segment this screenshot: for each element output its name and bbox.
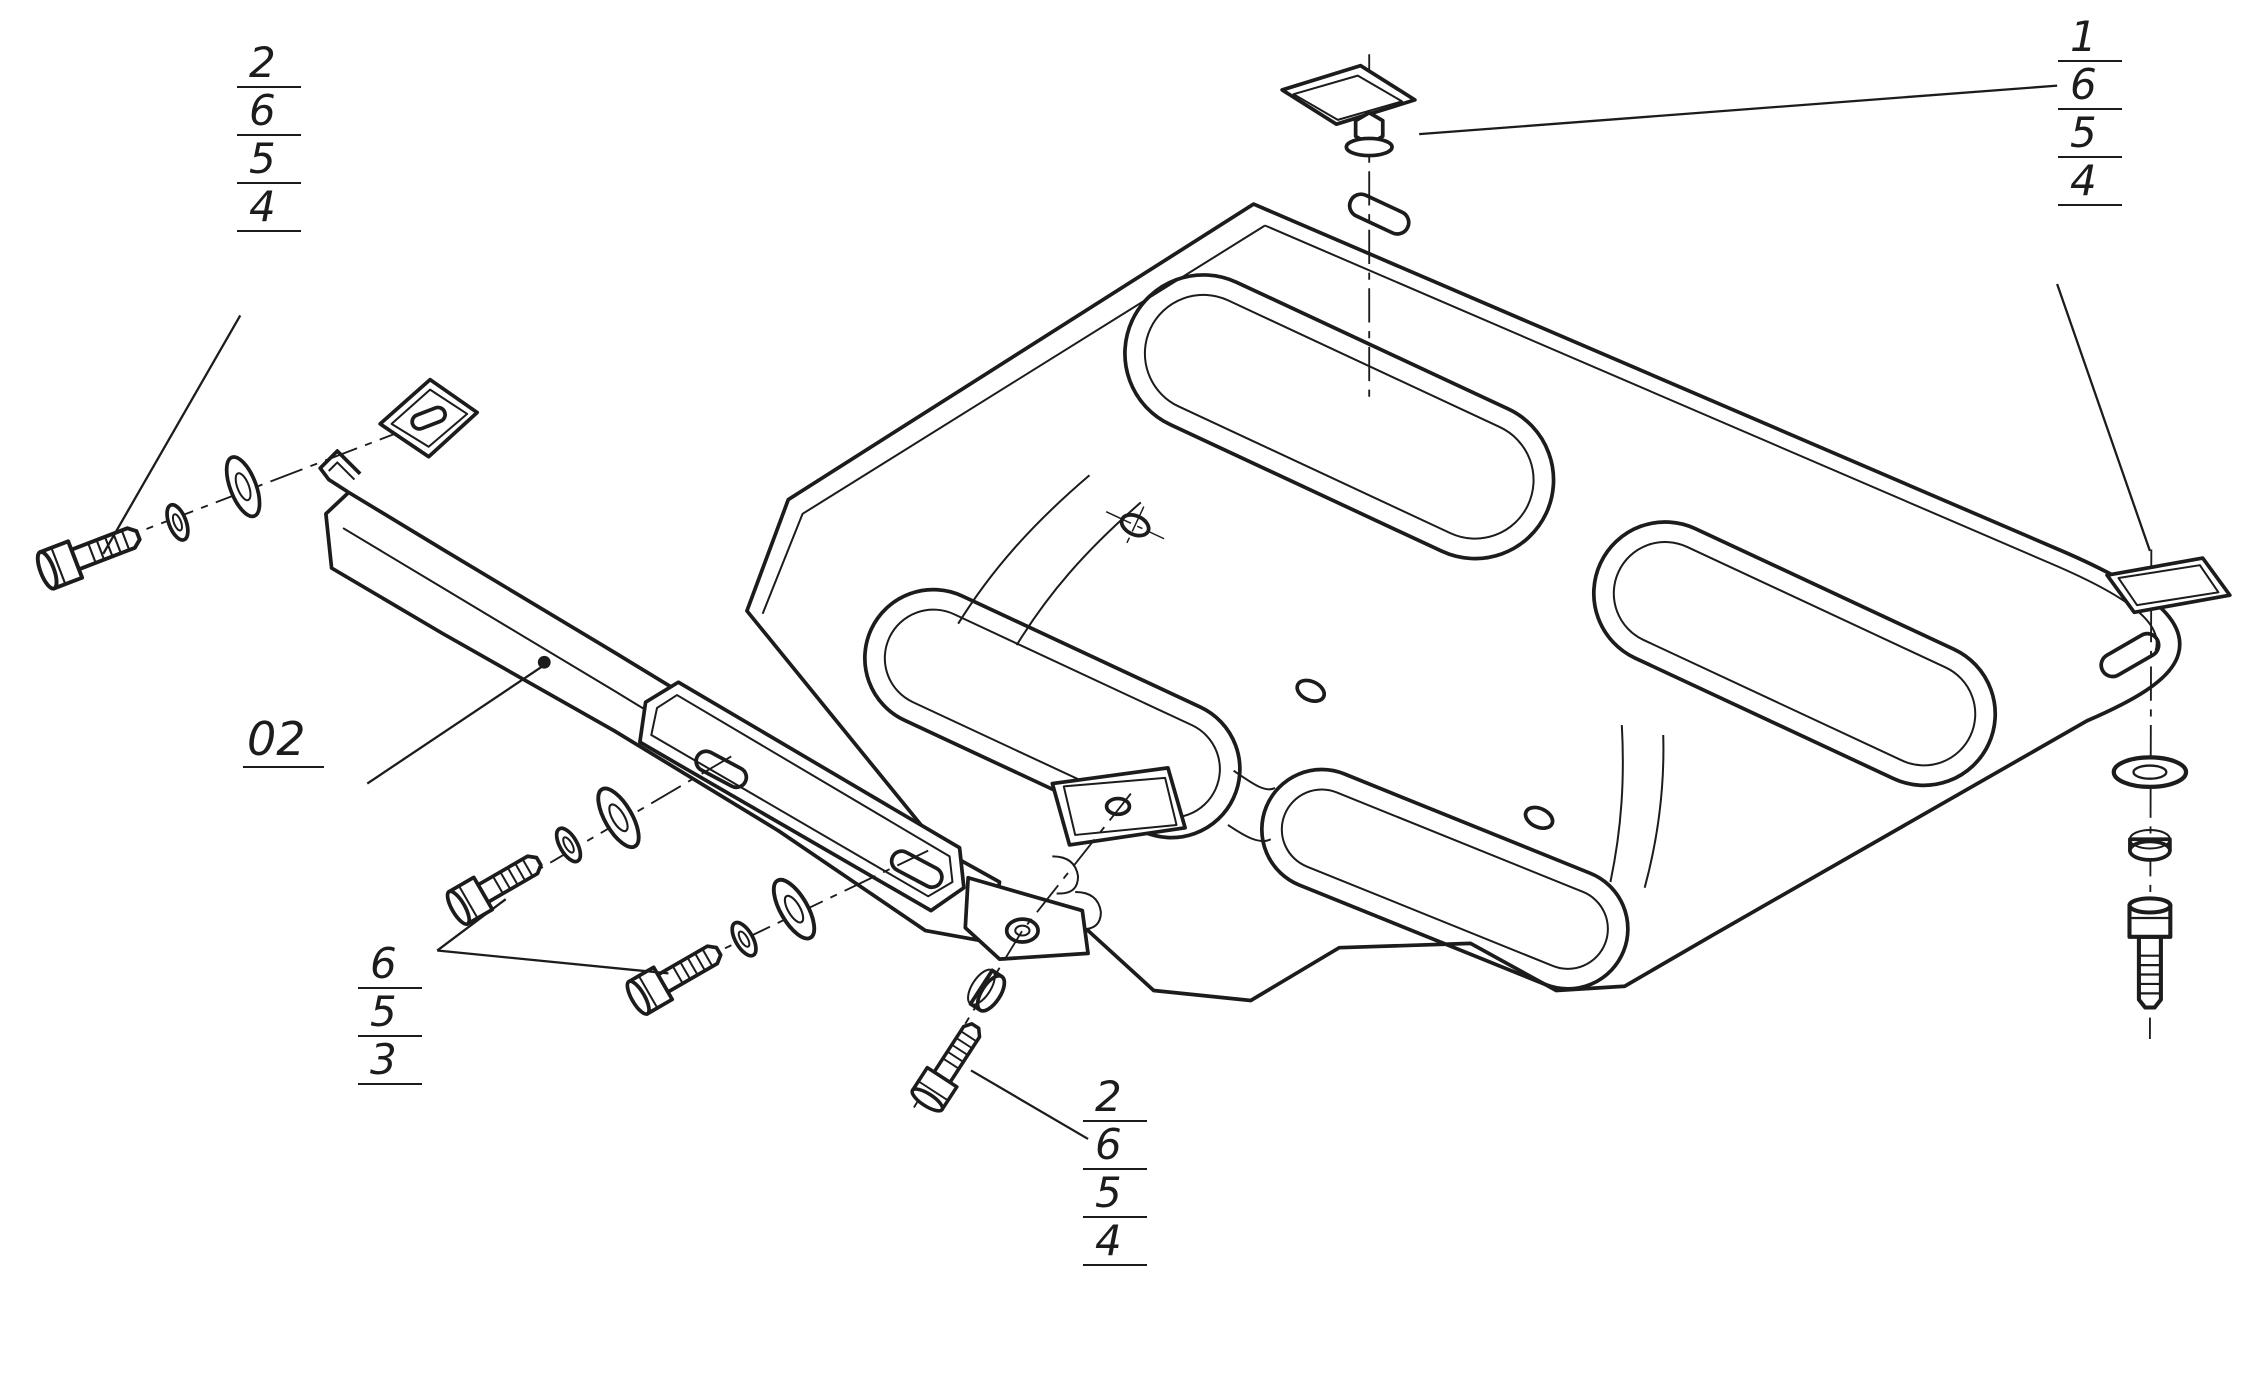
callout-top-left: 2 6 5 4 [237,40,301,232]
top-left-fastener-group [31,377,480,593]
callout-item: 1 [2058,14,2122,62]
position-number: 5 [370,987,397,1036]
washer [2114,757,2186,787]
position-number: 1 [2070,12,2097,61]
leader-bracket-label [366,664,545,785]
position-number: 6 [1095,1120,1122,1169]
callout-item: 2 [1083,1074,1147,1122]
callout-bottom-left: 6 5 3 [358,941,422,1085]
position-number: 5 [1095,1168,1122,1217]
right-fastener-group [2105,549,2232,1040]
position-number: 4 [2070,156,2097,205]
callout-bottom-center: 2 6 5 4 [1083,1074,1147,1266]
rib-pattern [862,273,1998,991]
bracket-part-label: 02 [243,716,324,768]
callout-item: 6 [2058,62,2122,110]
center-axis [630,849,929,995]
washer [1344,136,1394,158]
position-number: 3 [370,1035,397,1084]
mid-fastener-group-1 [441,755,732,929]
skid-plate [745,192,2182,1003]
leader-bottom-left-1 [436,898,507,952]
leader-lines [102,84,2151,1140]
position-number: 6 [2070,60,2097,109]
bolt [621,933,730,1019]
part-number: 02 [247,712,306,766]
bolt [441,843,550,929]
leader-top-right-2 [2056,283,2151,552]
bracket-hole [537,655,551,669]
callout-item: 5 [2058,110,2122,158]
position-number: 5 [249,134,276,183]
bolt [907,1014,992,1117]
nut [960,963,1012,1018]
position-number: 4 [1095,1216,1122,1265]
bracket-tip [318,449,362,494]
callout-item: 2 [237,40,301,88]
callout-item: 3 [358,1037,422,1085]
nut [2128,828,2172,862]
callout-item: 5 [358,989,422,1037]
callout-item: 5 [237,136,301,184]
leader-top-left [102,314,242,555]
callout-item: 4 [237,184,301,232]
callout-item: 4 [1083,1218,1147,1266]
clamp-plate [1280,63,1417,127]
callout-item: 5 [1083,1170,1147,1218]
callout-item: 6 [358,941,422,989]
plate-holes [1052,192,2161,931]
bracket-foot [963,875,1090,961]
callout-item: 6 [1083,1122,1147,1170]
lock-washer [725,916,763,962]
bolt [2129,898,2170,1007]
leader-bottom-center [970,1069,1089,1140]
washer [588,780,649,856]
position-number: 2 [1095,1072,1122,1121]
center-axis [2148,549,2153,1040]
callout-top-right: 1 6 5 4 [2058,14,2122,206]
top-clamp-group [1280,54,1417,397]
position-number: 6 [370,939,397,988]
mounting-bracket [318,449,1090,961]
center-clamp-plate [1050,766,1187,847]
lock-washer [160,500,194,545]
position-number: 5 [2070,108,2097,157]
mid-fastener-group-2 [621,849,929,1019]
leader-bottom-left-2 [437,949,669,975]
bottom-fastener-group [907,792,1132,1117]
leader-top-right-1 [1419,84,2058,136]
callout-item: 6 [237,88,301,136]
position-number: 2 [249,38,276,87]
clamp-plate [2105,556,2232,615]
position-number: 4 [249,182,276,231]
flange-plate [378,377,480,459]
reinforcement-plate [638,680,966,913]
callout-item: 4 [2058,158,2122,206]
washer [763,871,825,947]
bolt [31,515,148,593]
position-number: 6 [249,86,276,135]
